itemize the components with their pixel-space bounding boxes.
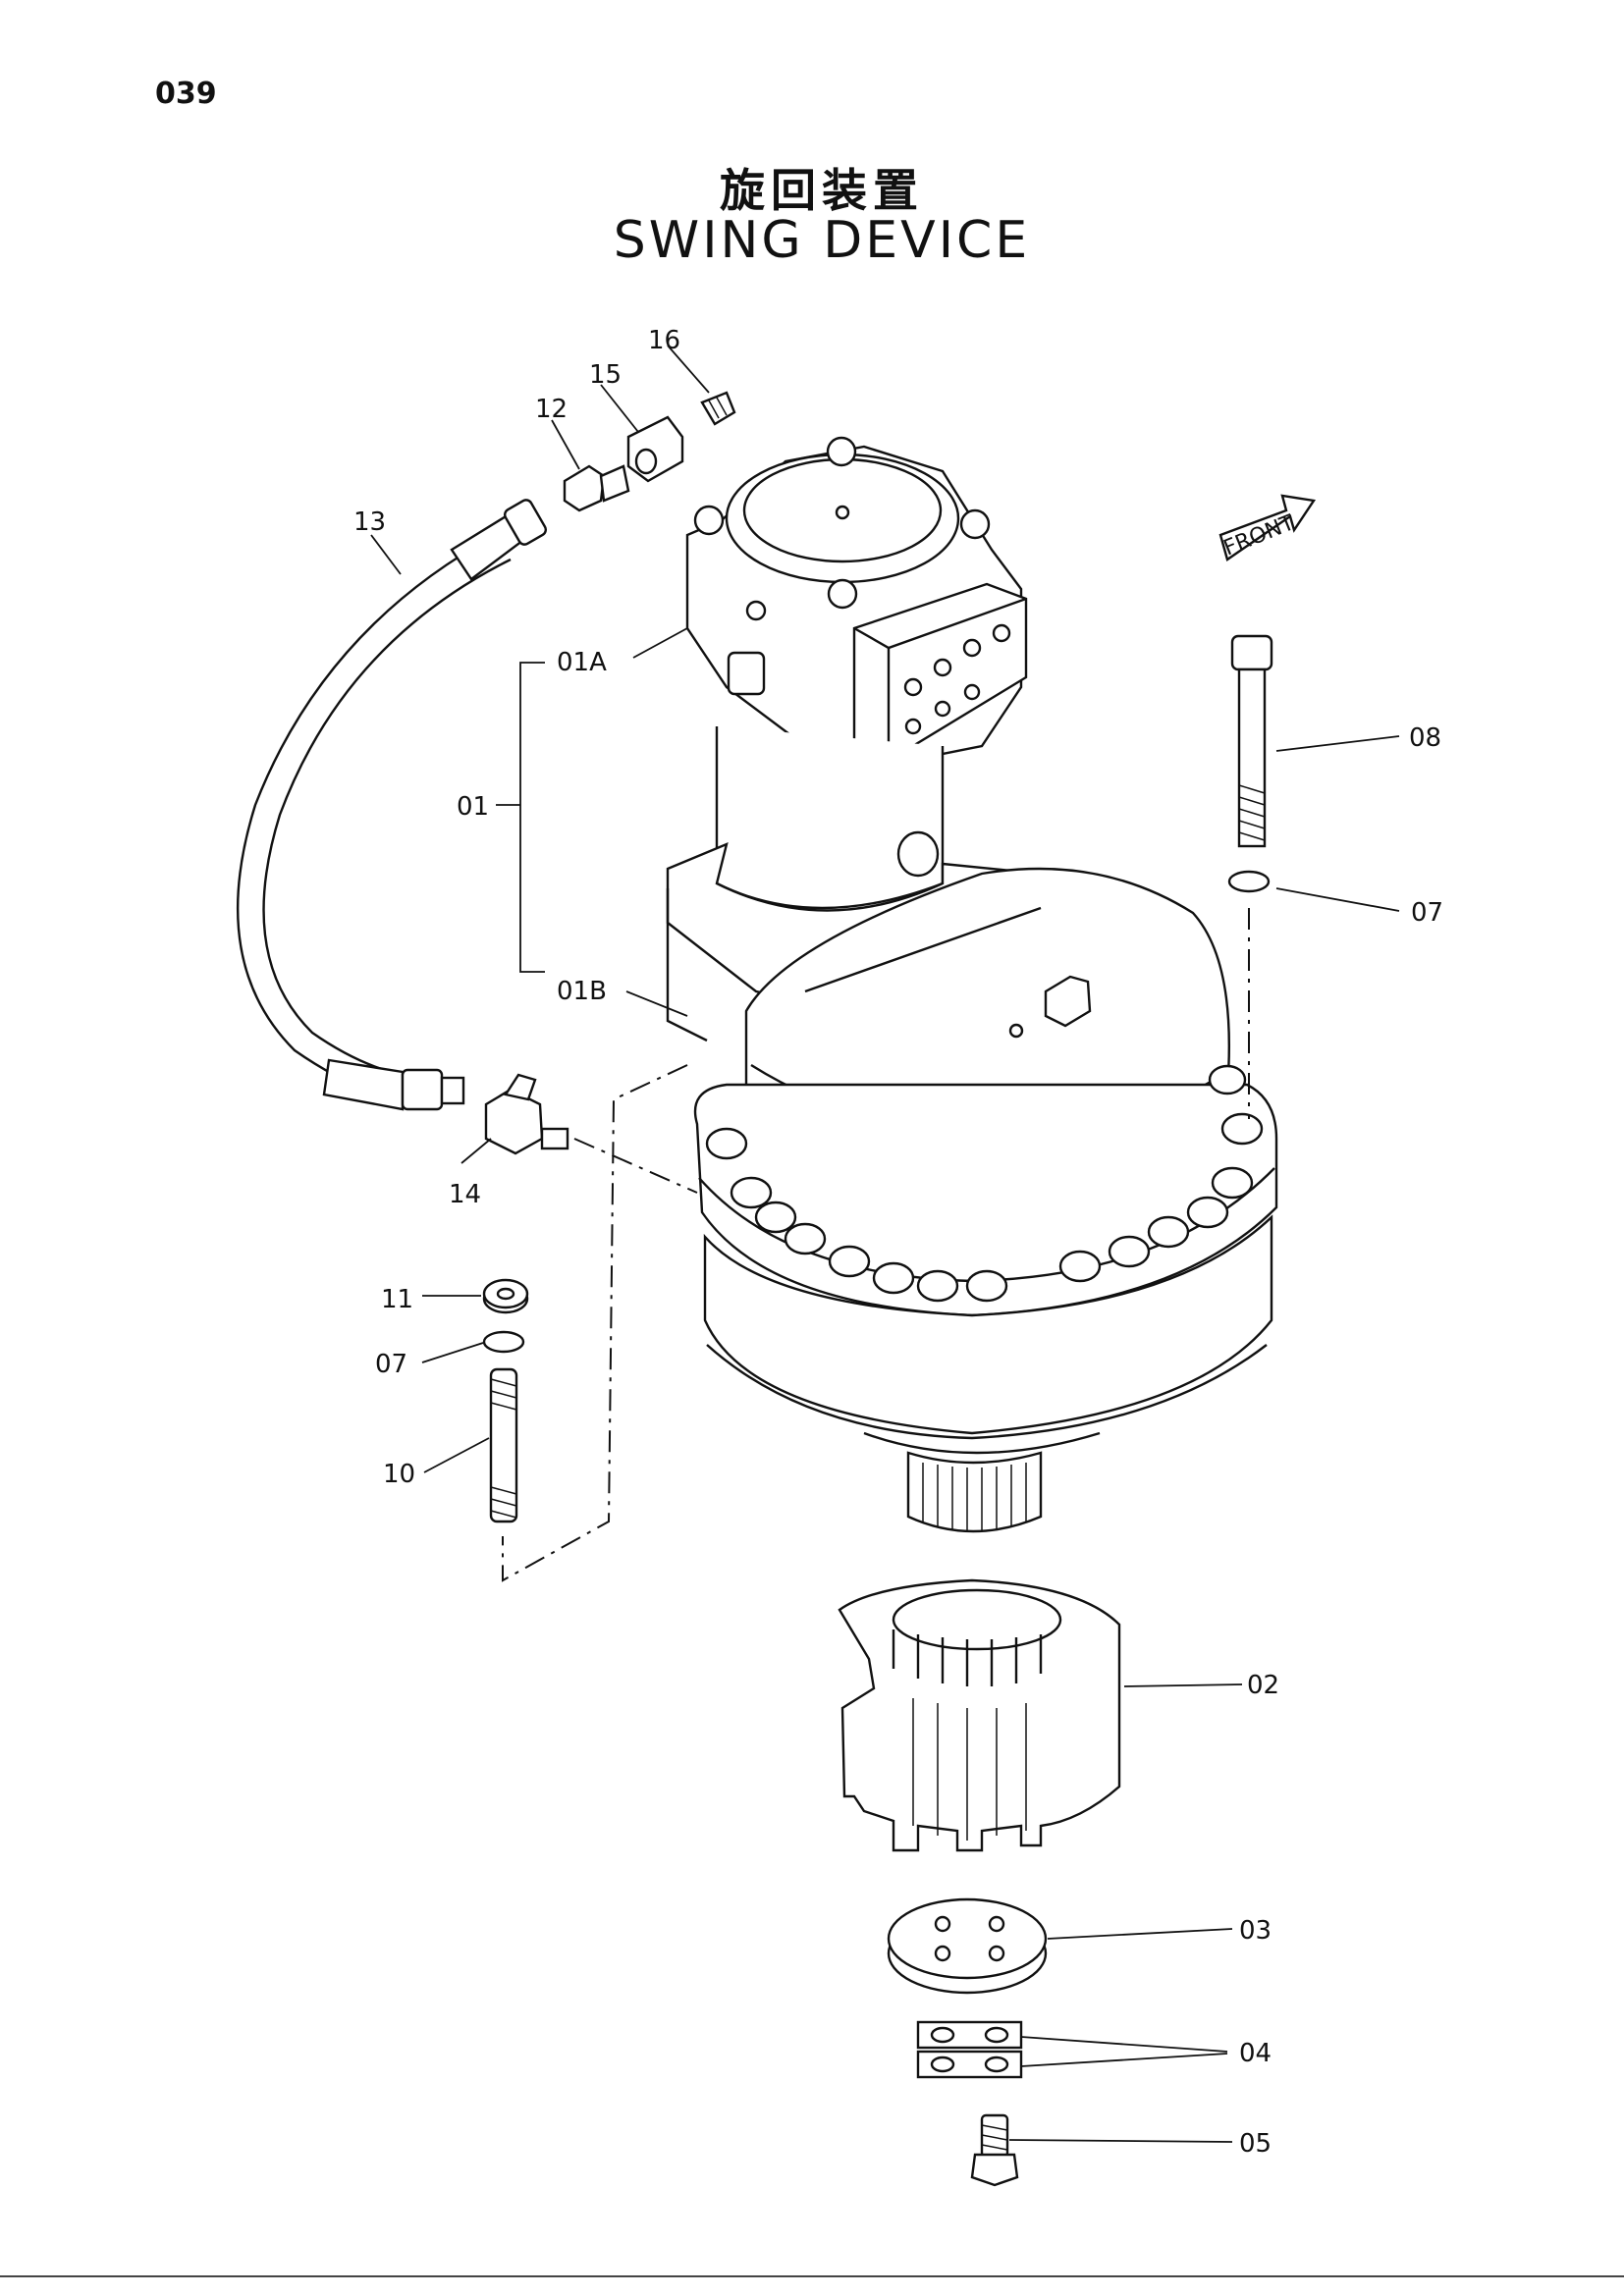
alignment-lines	[502, 908, 1250, 1582]
front-arrow-icon: FRONT	[1218, 494, 1317, 561]
front-label: FRONT	[1220, 510, 1299, 561]
plug-part	[700, 391, 736, 426]
washer-07-bottom-part	[482, 1330, 525, 1354]
valve-part	[484, 1073, 569, 1155]
callout-07-bottom: 07	[375, 1350, 407, 1379]
bolt-05-part	[970, 2113, 1019, 2187]
reduction-gear-part	[666, 841, 1278, 1533]
swing-motor-part	[685, 436, 1028, 910]
callout-08: 08	[1409, 723, 1441, 753]
washer-07-top-part	[1227, 870, 1271, 893]
footer-divider	[0, 2275, 1624, 2277]
callouts: 16 15 12 13 01A 01 01B 14 08 07 11 07 10…	[353, 326, 1443, 2159]
callout-05: 05	[1239, 2129, 1272, 2159]
callout-15: 15	[589, 360, 622, 390]
callout-01A: 01A	[557, 648, 607, 677]
callout-12: 12	[535, 395, 568, 424]
callout-04: 04	[1239, 2039, 1272, 2068]
leader-lines	[370, 345, 1400, 2143]
callout-03: 03	[1239, 1916, 1272, 1946]
adapter-part	[563, 464, 630, 512]
coupling-part	[626, 415, 684, 483]
title-japanese: 旋回装置	[720, 164, 924, 217]
callout-07-top: 07	[1411, 898, 1443, 928]
callout-02: 02	[1247, 1671, 1279, 1700]
callout-01: 01	[457, 792, 489, 822]
title-english: SWING DEVICE	[613, 211, 1031, 270]
stud-10-part	[489, 1367, 518, 1523]
plate-03-part	[887, 1897, 1048, 1995]
hose-part	[236, 499, 547, 1111]
shims-04-part	[916, 2020, 1023, 2079]
callout-14: 14	[449, 1180, 481, 1209]
page-number: 039	[155, 77, 217, 111]
flange-bolts	[705, 1064, 1264, 1303]
callout-10: 10	[383, 1460, 415, 1489]
callout-01B: 01B	[557, 977, 607, 1006]
callout-16: 16	[648, 326, 680, 355]
pinion-02-part	[838, 1578, 1121, 1852]
callout-13: 13	[353, 507, 386, 537]
nut-11-part	[482, 1278, 529, 1314]
callout-11: 11	[381, 1285, 413, 1314]
bolt-08-part	[1230, 634, 1273, 848]
